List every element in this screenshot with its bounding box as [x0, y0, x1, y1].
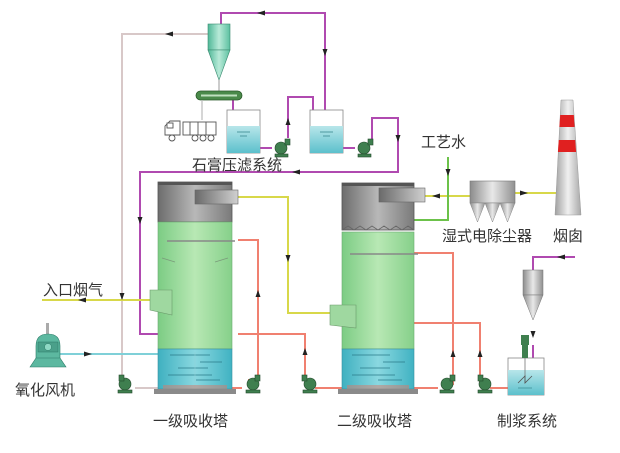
circulation-line-tower1-b [238, 333, 306, 380]
arrow-icon [395, 135, 401, 142]
process-water-line [414, 157, 449, 221]
oxidation-fan [29, 323, 67, 368]
arrow-icon [257, 10, 265, 16]
belt-filter [195, 90, 243, 120]
arrow-icon [292, 169, 300, 175]
return-line [121, 33, 208, 385]
pump-icon [357, 138, 374, 158]
arrow-icon [450, 350, 456, 357]
truck-icon [164, 120, 217, 142]
slurry-line-pump1-tank2 [260, 96, 314, 149]
arrow-icon [255, 290, 261, 297]
pump-icon [477, 374, 493, 394]
flow-arrows [78, 10, 565, 357]
arrow-icon [432, 193, 440, 199]
arrow-icon [445, 169, 451, 176]
arrow-icon [322, 49, 328, 56]
wesp-label: 湿式电除尘器 [442, 227, 533, 245]
pump-icon [439, 374, 456, 394]
arrow-icon [477, 350, 483, 357]
secondary-absorber-tower [329, 182, 426, 394]
pump-icon [117, 374, 133, 394]
pump-icon [301, 374, 318, 394]
primary-absorber-tower [149, 181, 239, 394]
inlet-flue-gas-label: 入口烟气 [43, 281, 104, 299]
chimney-label: 烟囱 [553, 227, 584, 245]
flue-gas-interstage-line [238, 196, 332, 314]
arrow-icon [165, 31, 173, 37]
gypsum-filter-system-label: 石膏压滤系统 [192, 156, 283, 174]
arrow-icon [78, 297, 86, 303]
process-water-label: 工艺水 [421, 133, 467, 151]
slurry-line-pump2-tower1 [139, 117, 399, 335]
arrow-icon [285, 118, 291, 125]
gypsum-cyclone [207, 23, 231, 92]
arrow-icon [530, 331, 536, 338]
slurry-system-label: 制浆系统 [497, 412, 558, 430]
circulation-line-tower2-a [414, 252, 454, 385]
arrow-icon [302, 348, 308, 355]
pumps [117, 138, 493, 394]
wet-electrostatic-precipitator [469, 180, 516, 223]
arrow-icon [84, 351, 92, 357]
oxidation-fan-label: 氧化风机 [15, 381, 76, 399]
circulation-line-tower2-b [414, 322, 481, 385]
circulation-line-tower1-a [238, 239, 259, 381]
arrow-icon [557, 254, 565, 260]
tower1-label: 一级吸收塔 [153, 412, 229, 430]
slurry-prep-feed-line [532, 256, 575, 270]
gypsum-tank-2 [309, 109, 344, 154]
slurry-line-to-cyclone [220, 12, 326, 110]
tower2-label: 二级吸收塔 [337, 412, 413, 430]
arrow-icon [520, 190, 528, 196]
chimney [554, 99, 582, 216]
pump-icon [245, 374, 261, 394]
arrow-icon [119, 293, 125, 300]
slurry-prep-system [507, 269, 545, 396]
pump-icon [274, 138, 291, 158]
arrow-icon [285, 255, 291, 262]
gypsum-tank-1 [226, 109, 261, 154]
arrow-icon [137, 217, 143, 224]
